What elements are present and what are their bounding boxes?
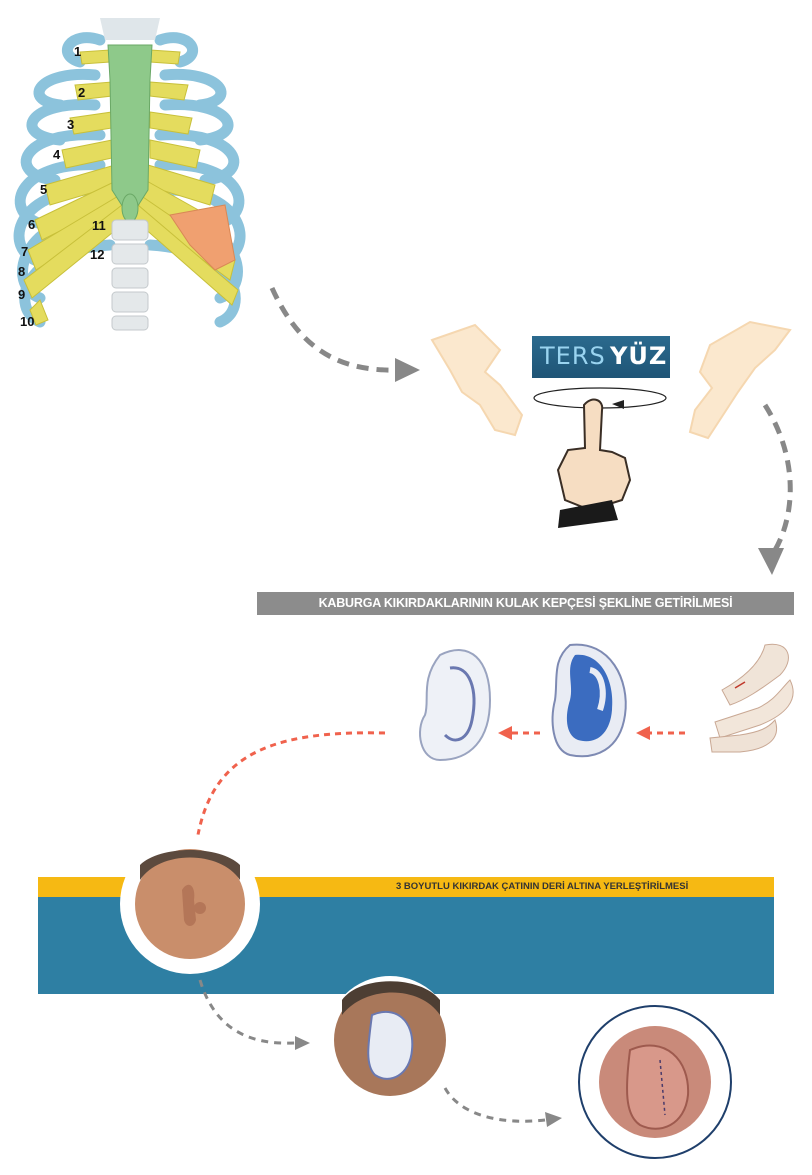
cartilage-piece-right: [688, 320, 792, 440]
rib-label-2: 2: [78, 85, 85, 100]
red-arrow-1-head: [636, 726, 650, 740]
rib-label-1: 1: [74, 44, 81, 59]
implanted-ear-shape: [367, 1010, 414, 1080]
cartilage-piece-left: [430, 323, 524, 437]
ear-framework-white: [419, 649, 492, 762]
pointing-hand-icon: [556, 398, 632, 528]
cartilage-shaping-title: KABURGA KIKIRDAKLARININ KULAK KEPÇESİ ŞE…: [318, 596, 733, 610]
rib-label-11: 11: [92, 218, 106, 233]
rib-labels: 1 2 3 4 5 6 7 8 9 10 11 12: [18, 44, 106, 329]
arrow-1: [269, 286, 401, 373]
logo-text-ters: TERS: [540, 342, 606, 370]
rib-label-10: 10: [20, 314, 34, 329]
red-arrow-2-head: [498, 726, 512, 740]
final-ear-shape: [626, 1044, 690, 1130]
carved-cartilage-strips: [709, 643, 794, 753]
rotation-arrow: [612, 400, 624, 409]
arrow-3: [198, 979, 296, 1045]
arrow-4: [443, 1087, 546, 1123]
implantation-title: 3 BOYUTLU KIKIRDAK ÇATININ DERİ ALTINA Y…: [396, 881, 689, 892]
rib-label-5: 5: [40, 182, 47, 197]
arrow-3-head: [295, 1036, 310, 1050]
arrow-2-head: [758, 548, 784, 575]
red-arrow-3: [193, 731, 386, 856]
arrow-2: [762, 403, 793, 557]
cartilage-shaping-banner: KABURGA KIKIRDAKLARININ KULAK KEPÇESİ ŞE…: [257, 592, 794, 615]
hair-2: [342, 981, 440, 1015]
cartilage-left: [23, 49, 129, 326]
rib-label-7: 7: [21, 244, 28, 259]
rib-label-8: 8: [18, 264, 25, 279]
rib-label-12: 12: [90, 247, 104, 262]
rib-label-4: 4: [53, 147, 61, 162]
arrow-1-head: [395, 358, 420, 382]
spine: [111, 219, 149, 331]
logo-text-yuz: YÜZ: [610, 342, 668, 370]
rib-label-9: 9: [18, 287, 25, 302]
spine-top: [100, 18, 160, 40]
rib-label-6: 6: [28, 217, 35, 232]
microtia-lobule: [194, 902, 206, 914]
rib-label-3: 3: [67, 117, 74, 132]
hair-1: [140, 850, 240, 880]
microtia-ear-shape: [182, 884, 196, 926]
harvest-cartilage: [169, 204, 236, 271]
arrow-4-head: [545, 1112, 562, 1127]
tersyuz-logo: TERS YÜZ: [532, 336, 670, 378]
ear-template-blue: [551, 643, 627, 758]
